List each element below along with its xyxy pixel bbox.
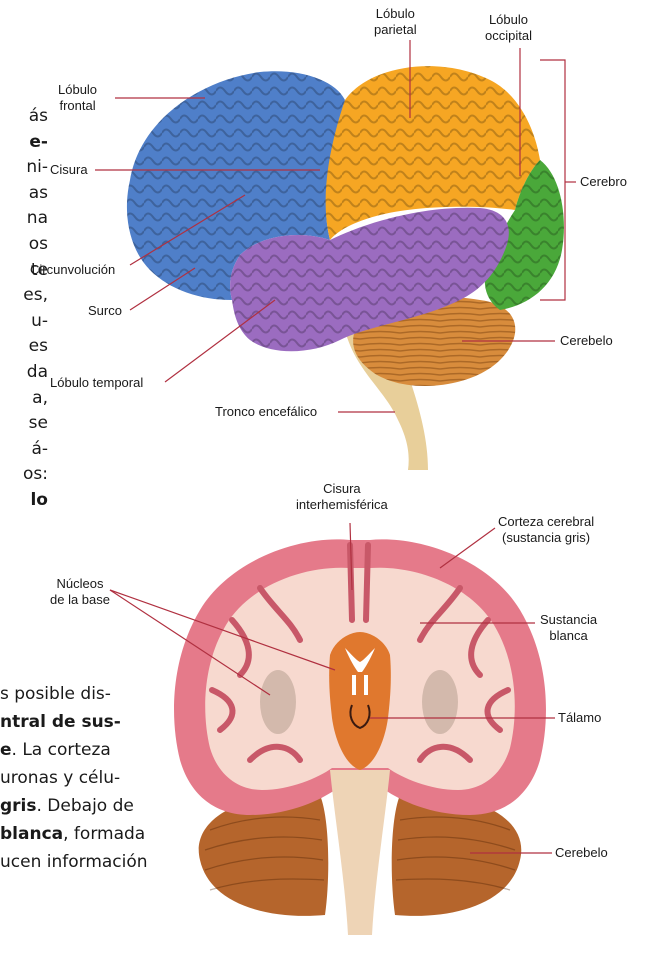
label-occipital-lobe: Lóbulo occipital [485,12,532,44]
label-sustancia-blanca: Sustancia blanca [540,612,597,644]
label-corteza: Corteza cerebral (sustancia gris) [498,514,594,546]
label-tronco: Tronco encefálico [215,404,317,420]
label-parietal-lobe: Lóbulo parietal [374,6,417,38]
label-cisura: Cisura [50,162,88,178]
basal-nucleus-right [422,670,458,734]
label-cerebro: Cerebro [580,174,627,190]
label-talamo: Tálamo [558,710,601,726]
label-frontal-lobe: Lóbulo frontal [58,82,97,114]
coronal-brainstem-shape [330,770,390,935]
brain-coronal-diagram [174,539,546,935]
label-surco: Surco [88,303,122,319]
basal-nucleus-left [260,670,296,734]
label-nucleos: Núcleos de la base [50,576,110,608]
label-cerebelo-top: Cerebelo [560,333,613,349]
label-cisura-interhemisferica: Cisura interhemisférica [296,481,388,513]
label-cerebelo-bottom: Cerebelo [555,845,608,861]
label-temporal-lobe: Lóbulo temporal [50,375,143,391]
label-circunvolucion: Circunvolución [30,262,115,278]
